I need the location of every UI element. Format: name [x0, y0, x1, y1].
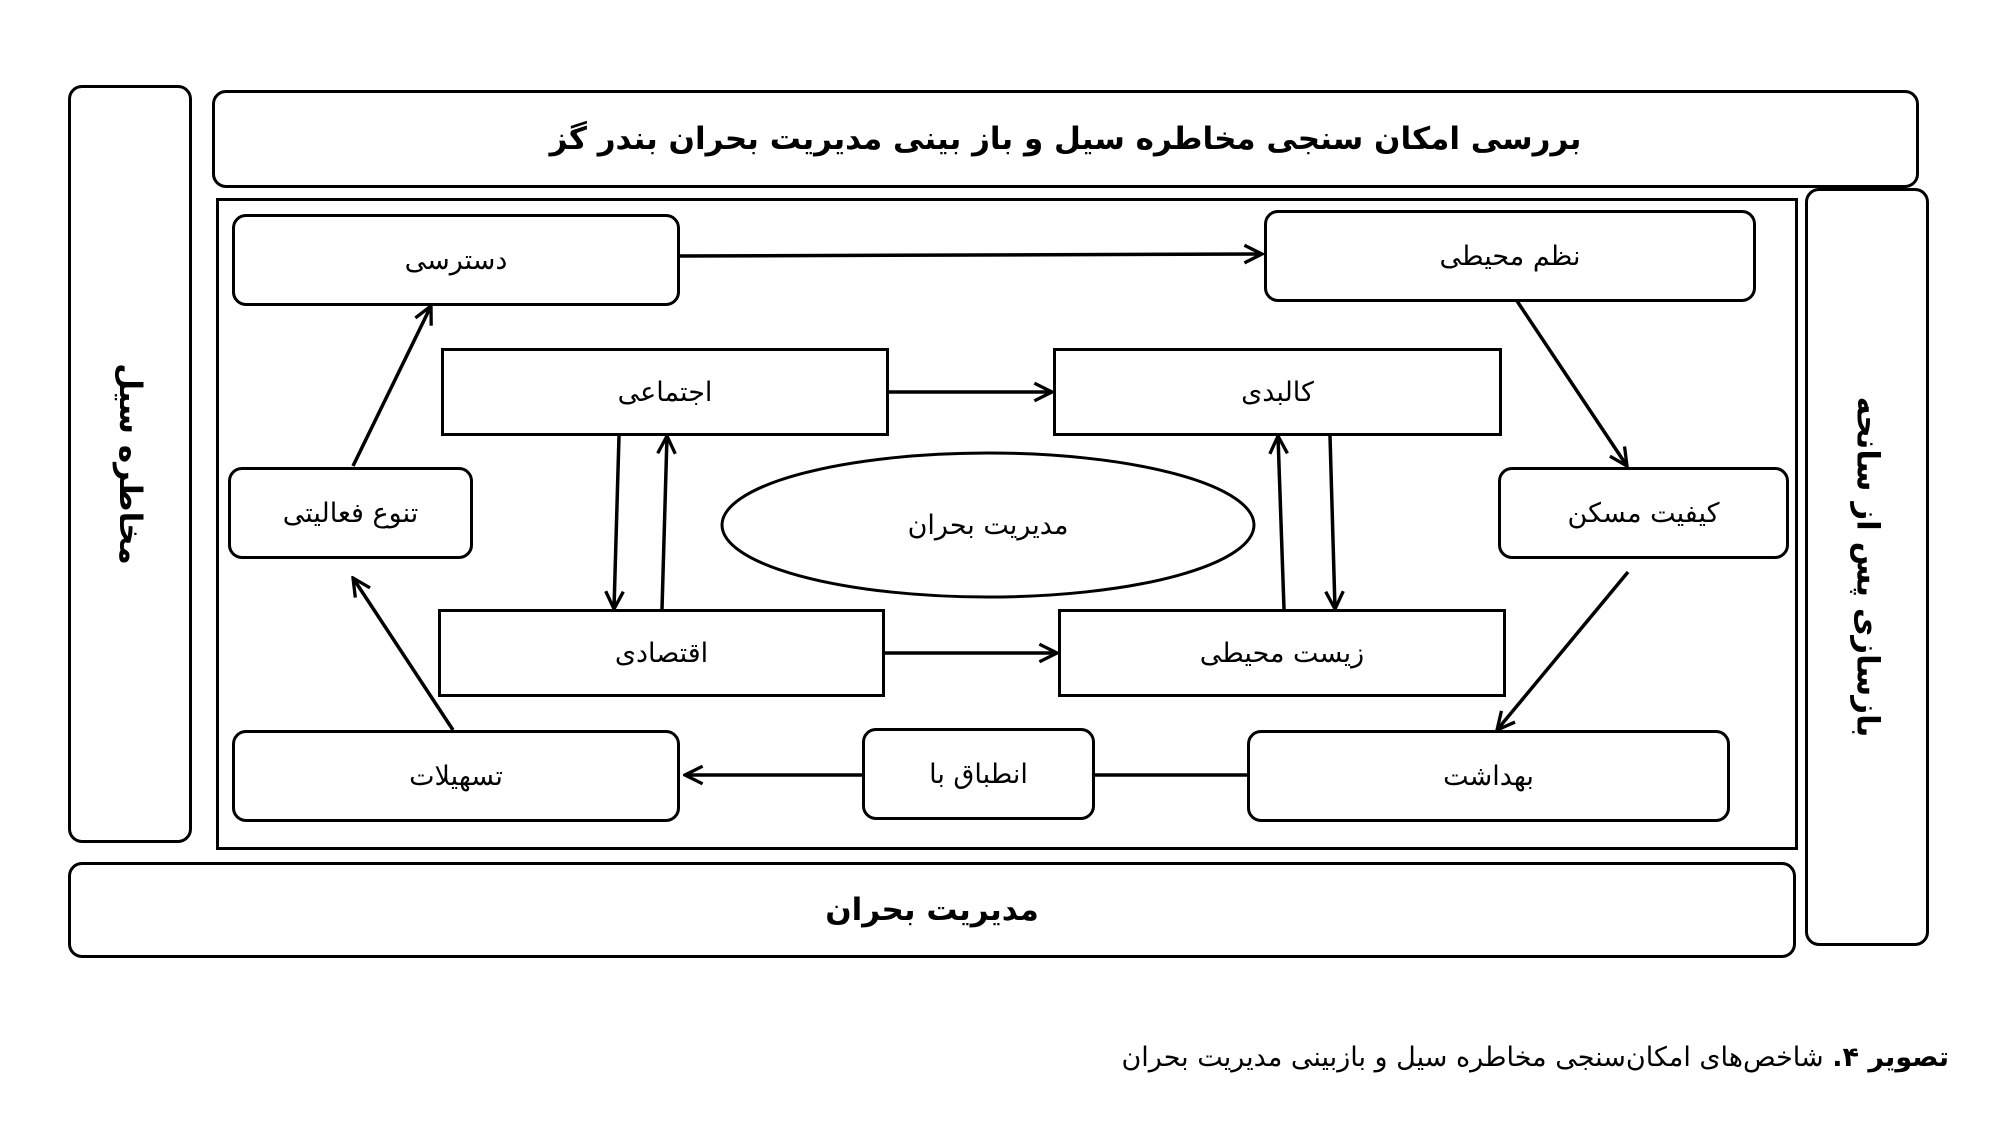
node-zist-mohiti: زیست محیطی	[1058, 609, 1506, 697]
node-tanavo-faaliyati: تنوع فعالیتی	[228, 467, 473, 559]
arrow-keyfiyat-to-behdasht	[1497, 570, 1630, 730]
header-title-box: بررسی امکان سنجی مخاطره سیل و باز بینی م…	[212, 90, 1919, 188]
node-eghtesadi-label: اقتصادی	[614, 637, 709, 669]
center-label: مدیریت بحران	[907, 509, 1069, 541]
arrow-nazm-to-keyfiyat	[1513, 297, 1627, 466]
node-keyfiyat-maskan-label: کیفیت مسکن	[1567, 497, 1720, 529]
arrow-kalbadi-to-zist	[1330, 435, 1335, 609]
node-dastrasi-label: دسترسی	[404, 244, 508, 276]
footer-label: مدیریت بحران	[825, 892, 1039, 928]
node-eghtesadi: اقتصادی	[438, 609, 885, 697]
node-ejtemaei: اجتماعی	[441, 348, 889, 436]
figure-caption: تصویر ۴. شاخص‌های امکان‌سنجی مخاطره سیل …	[1121, 1042, 1949, 1073]
node-entebagh-ba-label: انطباق با	[929, 758, 1028, 790]
node-tanavo-faaliyati-label: تنوع فعالیتی	[282, 497, 419, 529]
center-node: مدیریت بحران	[722, 455, 1254, 595]
node-keyfiyat-maskan: کیفیت مسکن	[1498, 467, 1789, 559]
node-dastrasi: دسترسی	[232, 214, 680, 306]
node-nazm-mohiti: نظم محیطی	[1264, 210, 1756, 302]
node-entebagh-ba: انطباق با	[862, 728, 1095, 820]
node-kalbadi: کالبدی	[1053, 348, 1502, 436]
header-title: بررسی امکان سنجی مخاطره سیل و باز بینی م…	[549, 121, 1582, 157]
left-panel	[68, 85, 192, 843]
node-zist-mohiti-label: زیست محیطی	[1199, 637, 1365, 669]
node-ejtemaei-label: اجتماعی	[617, 376, 713, 408]
arrow-tashilat-to-tanavo	[353, 578, 455, 731]
node-kalbadi-label: کالبدی	[1241, 376, 1314, 408]
arrow-dastrasi-to-nazm	[679, 254, 1262, 256]
arrow-tanavo-to-dastrasi	[351, 306, 431, 467]
figure-caption-prefix: تصویر ۴.	[1832, 1042, 1949, 1073]
footer-box: مدیریت بحران	[68, 862, 1796, 958]
arrow-eghtesadi-to-ejtemaei	[662, 436, 667, 610]
arrow-zist-to-kalbadi	[1278, 436, 1284, 610]
center-ellipse	[720, 451, 1256, 599]
node-behdasht-label: بهداشت	[1443, 760, 1534, 792]
node-behdasht: بهداشت	[1247, 730, 1730, 822]
arrow-ejtemaei-to-eghtesadi	[614, 435, 619, 609]
node-tashilat-label: تسهیلات	[409, 760, 503, 792]
right-panel	[1805, 188, 1929, 946]
figure-caption-text: شاخص‌های امکان‌سنجی مخاطره سیل و بازبینی…	[1121, 1042, 1824, 1073]
node-tashilat: تسهیلات	[232, 730, 680, 822]
node-nazm-mohiti-label: نظم محیطی	[1439, 240, 1581, 272]
